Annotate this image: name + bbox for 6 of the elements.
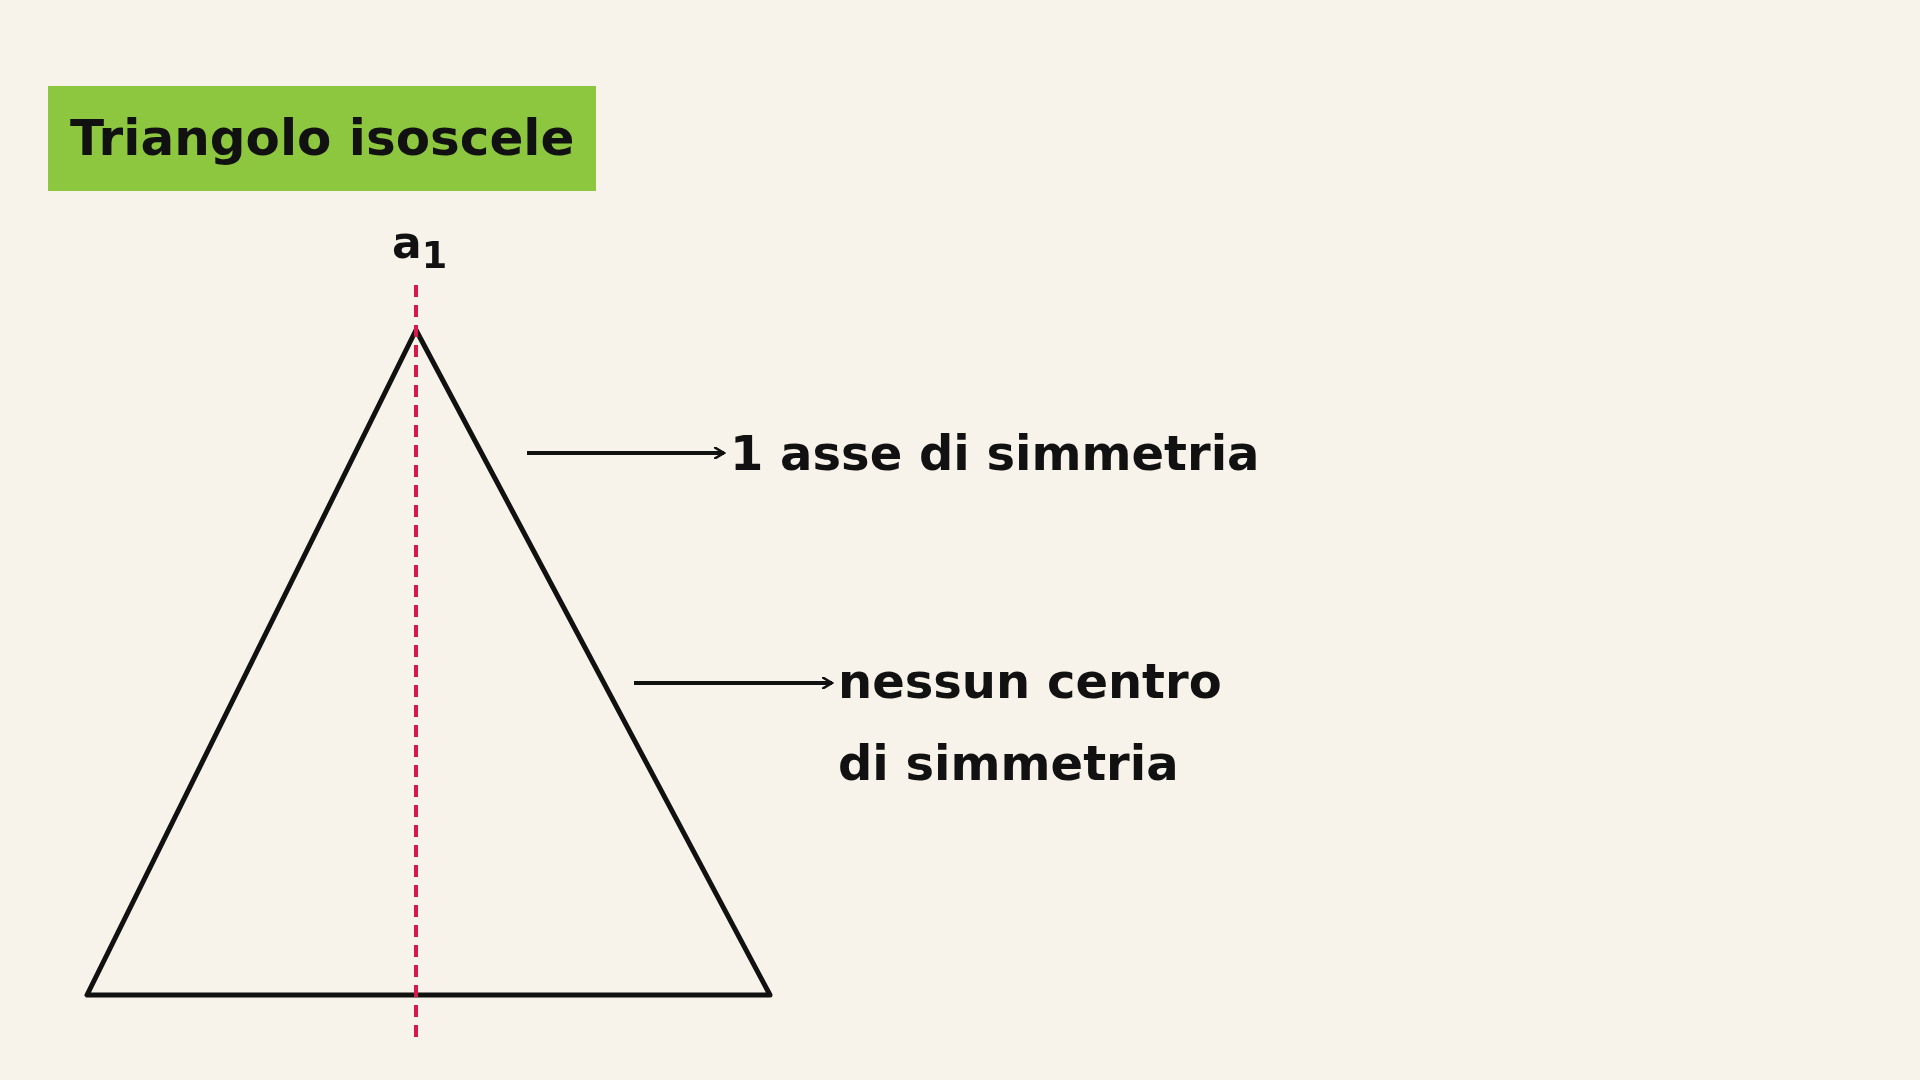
arrow [527, 445, 726, 461]
callout-text: 1 asse di simmetria [730, 424, 1260, 483]
axis-label: a$_{1}$ [392, 216, 448, 279]
title-banner: Triangolo isoscele [48, 86, 597, 191]
arrow [634, 675, 834, 691]
callout-text: nessun centro di simmetria [838, 652, 1223, 793]
